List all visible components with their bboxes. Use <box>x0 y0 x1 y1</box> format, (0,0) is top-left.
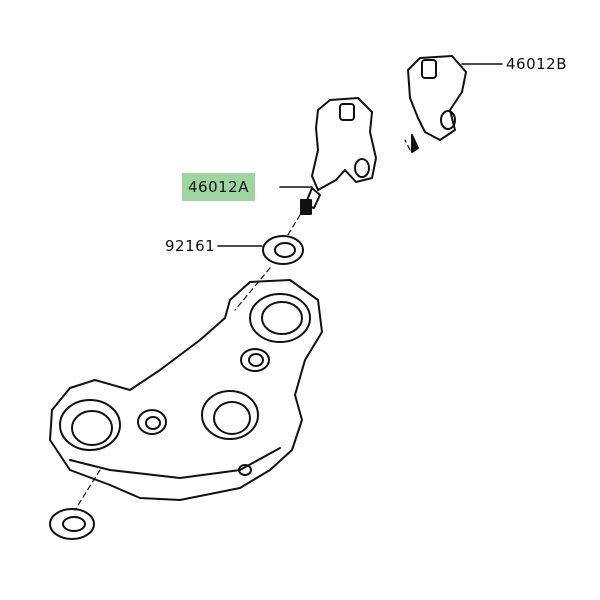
handlebar-holder-46012B <box>407 55 467 153</box>
washer-lower <box>49 508 95 540</box>
axis-line <box>234 267 271 311</box>
handlebar-holder-46012A <box>300 97 377 215</box>
washer-92161 <box>262 235 304 265</box>
axis-line <box>285 214 301 239</box>
part-label-92161[interactable]: 92161 <box>165 237 216 255</box>
axis-line <box>404 139 411 151</box>
axis-line <box>74 469 101 511</box>
part-label-46012B[interactable]: 46012B <box>506 55 568 73</box>
steering-stem-head <box>49 279 323 501</box>
part-label-46012A-highlighted[interactable]: 46012A <box>182 173 255 201</box>
